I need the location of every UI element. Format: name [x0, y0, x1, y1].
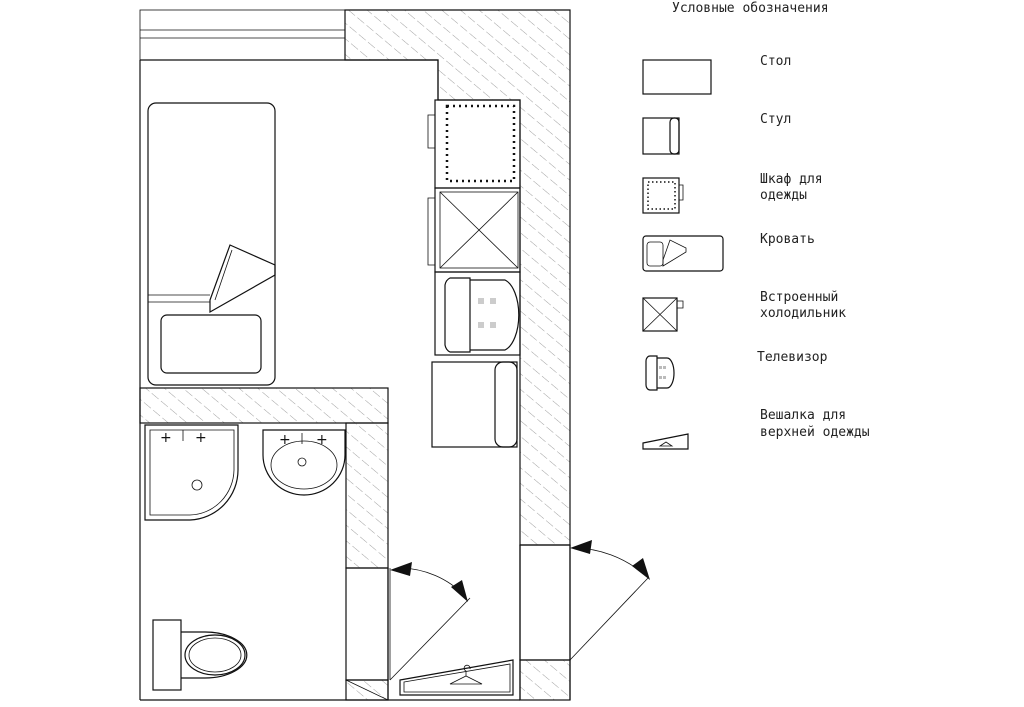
door-swing-bathroom: [389, 562, 471, 681]
legend-wardrobe-symbol: [642, 177, 684, 214]
chair: [431, 361, 518, 448]
window: [139, 9, 346, 61]
legend-fridge-symbol: [642, 297, 684, 332]
shower: + +: [144, 424, 239, 521]
legend-label-hanger-1: Вешалка для: [760, 408, 846, 423]
room-outline: [139, 59, 571, 701]
legend-bed-symbol: [642, 235, 724, 272]
legend-chair-symbol: [642, 117, 680, 155]
sink: + +: [262, 429, 346, 496]
coat-hanger: [399, 659, 514, 696]
legend-hanger-symbol: [642, 433, 689, 450]
svg-text:+: +: [160, 430, 172, 446]
fridge: [427, 187, 521, 273]
walls: [139, 9, 571, 701]
toilet: [152, 619, 248, 691]
legend-label-wardrobe-1: Шкаф для: [760, 172, 823, 187]
door-swing-entrance: [569, 540, 650, 661]
svg-text:+: +: [316, 432, 328, 448]
legend: Условные обозначения Стол Стул Шкаф для …: [642, 1, 870, 450]
legend-label-hanger-2: верхней одежды: [760, 425, 870, 440]
legend-label-chair: Стул: [760, 112, 791, 127]
legend-label-tv: Телевизор: [757, 350, 828, 365]
legend-title: Условные обозначения: [672, 1, 829, 16]
legend-label-fridge-1: Встроенный: [760, 290, 838, 305]
tv: [434, 271, 521, 356]
legend-label-table: Стол: [760, 54, 791, 69]
legend-label-fridge-2: холодильник: [760, 306, 846, 321]
svg-text:+: +: [195, 430, 207, 446]
legend-tv-symbol: [645, 355, 675, 391]
legend-table-symbol: [642, 59, 712, 95]
legend-label-bed: Кровать: [760, 232, 815, 247]
svg-text:+: +: [279, 432, 291, 448]
bed: [147, 102, 276, 386]
legend-label-wardrobe-2: одежды: [760, 188, 807, 203]
wardrobe: [427, 99, 521, 189]
